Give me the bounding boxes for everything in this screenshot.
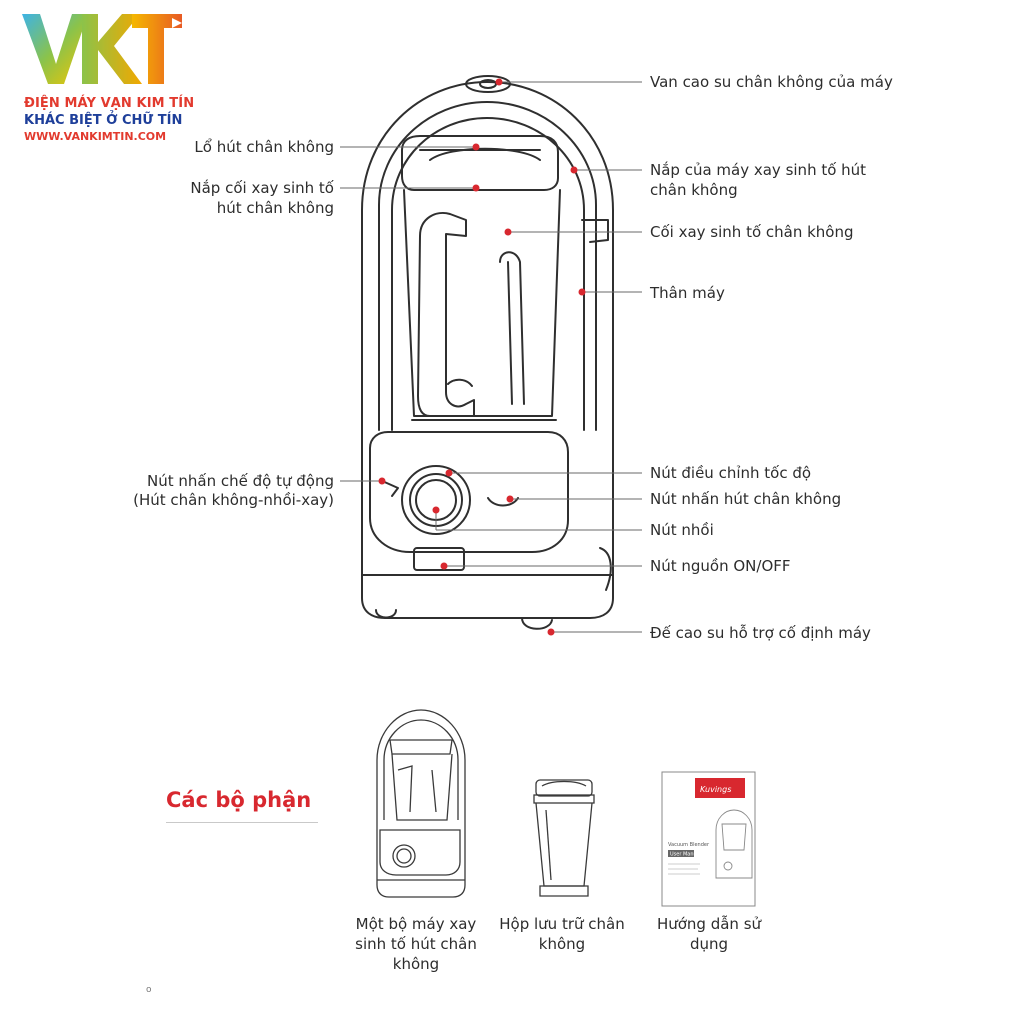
caption-blender-set-line3: không [392, 955, 440, 973]
label-vacuum-jar: Cối xay sinh tố chân không [650, 223, 854, 241]
label-jar-lid-line1: Nắp cối xay sinh tố [190, 179, 334, 197]
right-foot [521, 617, 553, 630]
caption-storage-canister: Hộp lưu trữ chân không [492, 914, 632, 954]
top-valve [465, 75, 511, 93]
label-power-button: Nút nguồn ON/OFF [650, 557, 791, 575]
caption-storage-canister-line1: Hộp lưu trữ chân [499, 915, 625, 933]
left-foot [375, 609, 397, 619]
callout-dots [378, 78, 586, 636]
caption-storage-canister-line2: không [538, 935, 586, 953]
small-blender-drawing [376, 709, 466, 898]
jar [403, 189, 561, 417]
footer-mark: o [146, 985, 152, 995]
label-speed-knob: Nút điều chỉnh tốc độ [650, 464, 812, 482]
storage-canister-drawing [533, 779, 595, 897]
label-vacuum-rubber-valve: Van cao su chân không của máy [650, 73, 893, 91]
caption-blender-set-line2: sinh tố hút chân [355, 935, 477, 953]
leader-lines [340, 81, 642, 633]
jar-handle [417, 212, 475, 417]
label-auto-mode-button-line2: (Hút chân không-nhồi-xay) [133, 491, 334, 509]
label-vacuum-button: Nút nhấn hút chân không [650, 490, 842, 508]
manual-title-text: Vacuum Blender [668, 842, 710, 848]
components-title-divider [166, 822, 318, 823]
speed-knob [401, 465, 471, 535]
caption-user-manual-line2: dụng [689, 935, 729, 953]
user-manual-drawing: Kuvings Vacuum Blender User Manual [661, 771, 756, 907]
vacuum-button-shape [487, 497, 519, 507]
label-machine-body: Thân máy [650, 284, 725, 302]
control-panel [369, 431, 569, 553]
label-jar-lid-line2: hút chân không [216, 199, 334, 217]
logo-slogan: KHÁC BIỆT Ở CHỮ TÍN [24, 113, 183, 128]
caption-user-manual-line1: Hướng dẫn sử [656, 915, 762, 933]
body-outline [361, 81, 614, 619]
jar-lid [401, 135, 559, 191]
vkt-logo-mark [22, 14, 182, 84]
label-vacuum-suction-hole: Lổ hút chân không [194, 138, 334, 156]
logo-company-name: ĐIỆN MÁY VẠN KIM TÍN [24, 96, 195, 111]
caption-blender-set-line1: Một bộ máy xay [355, 915, 477, 933]
brand-logo: ĐIỆN MÁY VẠN KIM TÍN KHÁC BIỆT Ở CHỮ TÍN… [22, 12, 222, 147]
label-machine-lid-line2: chân không [650, 181, 738, 199]
caption-blender-set: Một bộ máy xay sinh tố hút chân không [344, 914, 488, 974]
auto-button-shape [379, 479, 399, 497]
manual-sub-text: User Manual [670, 852, 701, 858]
logo-website: WWW.VANKIMTIN.COM [24, 130, 167, 143]
caption-user-manual: Hướng dẫn sử dụng [644, 914, 774, 954]
manual-brand-text: Kuvings [700, 785, 731, 794]
label-machine-lid-line1: Nắp của máy xay sinh tố hút [650, 161, 867, 179]
window-frame [378, 101, 597, 431]
label-tamp-button: Nút nhồi [650, 521, 714, 539]
label-rubber-feet: Đế cao su hỗ trợ cố định máy [650, 624, 871, 642]
components-title: Các bộ phận [166, 788, 312, 812]
label-auto-mode-button-line1: Nút nhấn chế độ tự động [147, 472, 334, 490]
